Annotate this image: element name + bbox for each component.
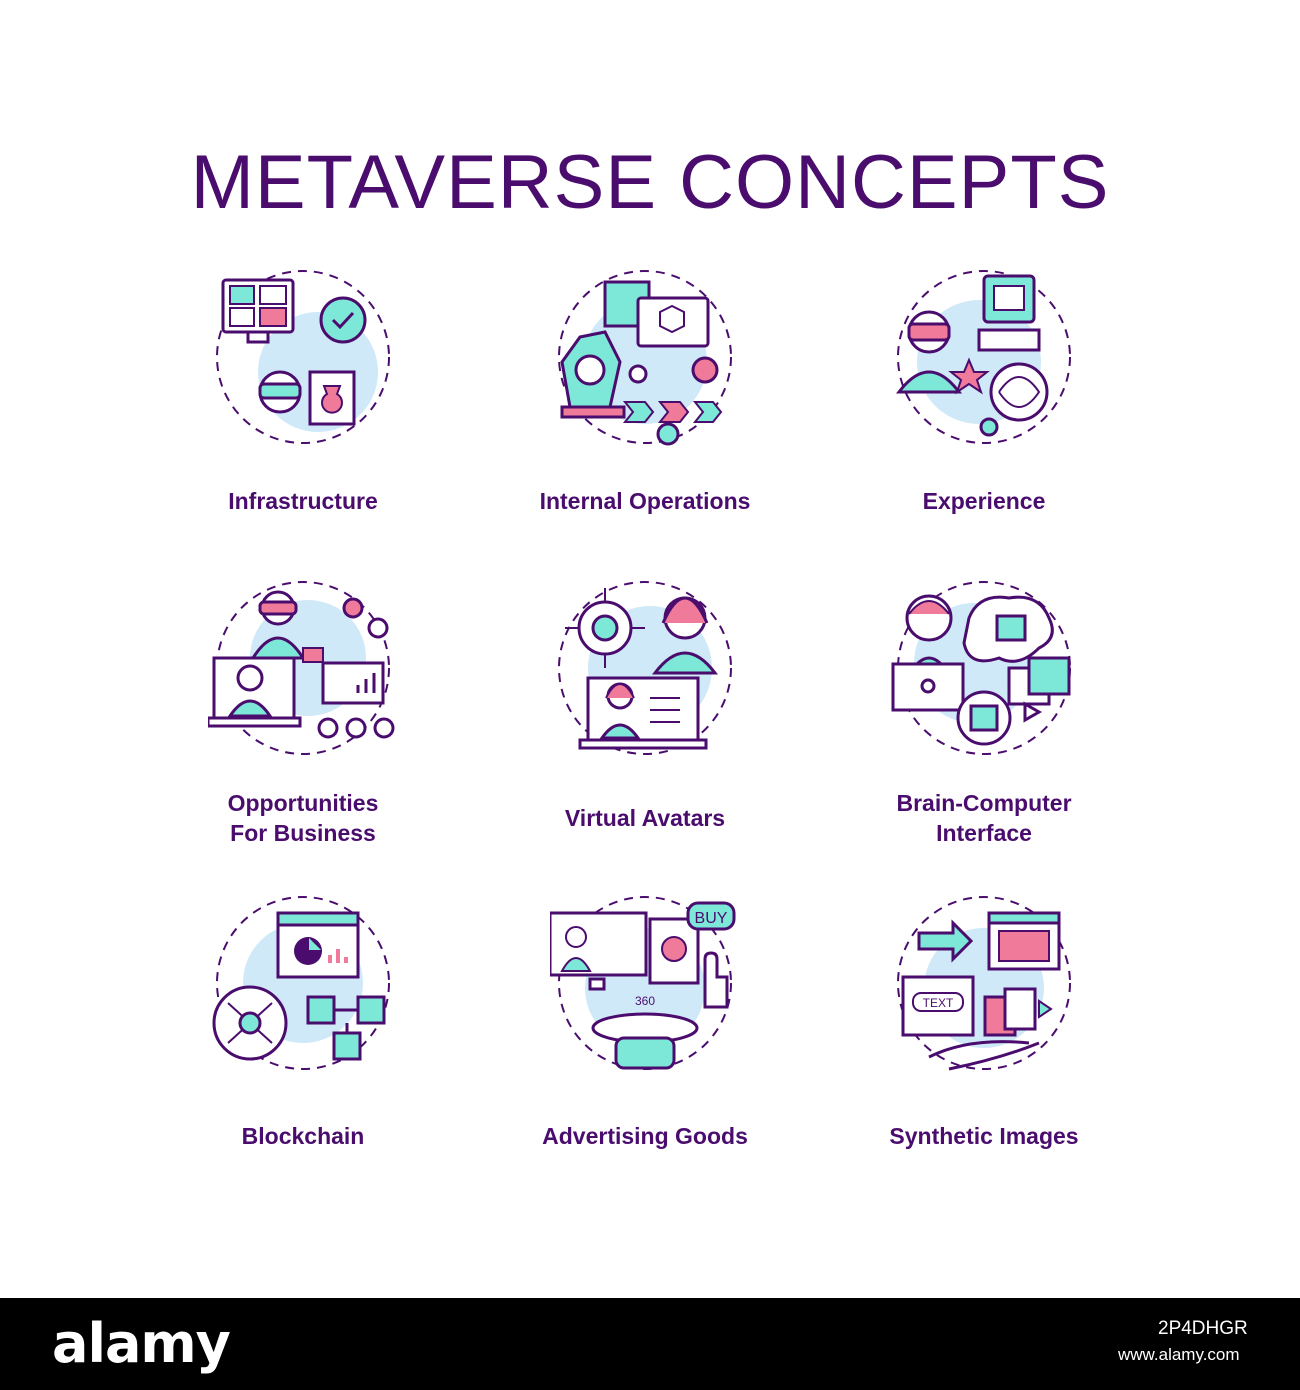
alamy-logo: alamy [52,1312,231,1375]
opportunities-for-business-label-line2: For Business [230,820,376,846]
brain-computer-interface-label-line2: Interface [936,820,1032,846]
buy-tag: BUY [695,910,728,927]
experience-label: Experience [922,488,1046,514]
brain-computer-interface-card: Brain-Computer Interface [794,578,1174,846]
advertising-goods-label: Advertising Goods [542,1123,748,1149]
advertising-goods-card: BUY 360 Advertising Goods [455,893,835,1149]
synthetic-images-label: Synthetic Images [889,1123,1079,1149]
page-title: METAVERSE CONCEPTS [190,140,1110,225]
image-id: 2P4DHGR [1158,1318,1248,1339]
opportunities-for-business-card: Opportunities For Business [113,578,493,846]
internal-operations-icon [558,270,732,446]
advertising-goods-icon: BUY 360 [550,896,736,1070]
infrastructure-card: Infrastructure [113,262,493,514]
synthetic-images-card: TEXT Synthetic Images [794,893,1174,1149]
virtual-avatars-card: Virtual Avatars [455,578,835,831]
opportunities-for-business-label: Opportunities For Business [113,788,493,848]
synthetic-images-icon: TEXT [897,896,1071,1071]
blockchain-icon [212,896,390,1070]
brain-computer-interface-label: Brain-Computer Interface [794,788,1174,848]
infrastructure-icon [216,270,390,444]
opportunities-for-business-icon [208,581,395,755]
virtual-avatars-icon [558,581,732,755]
brain-computer-interface-label-line1: Brain-Computer [896,790,1072,816]
opportunities-for-business-label-line1: Opportunities [227,790,379,816]
brain-computer-interface-icon [891,581,1071,755]
internal-operations-card: Internal Operations [455,262,835,514]
watermark-bar [0,1298,1300,1390]
rotation-tag: 360 [635,994,655,1008]
text-tag: TEXT [923,996,954,1010]
blockchain-label: Blockchain [241,1123,365,1149]
infrastructure-label: Infrastructure [228,488,378,514]
site-url: www.alamy.com [1118,1345,1240,1364]
blockchain-card: Blockchain [113,893,493,1149]
experience-card: Experience [794,262,1174,514]
internal-operations-label: Internal Operations [539,488,751,514]
experience-icon [895,270,1071,444]
virtual-avatars-label: Virtual Avatars [564,805,726,831]
